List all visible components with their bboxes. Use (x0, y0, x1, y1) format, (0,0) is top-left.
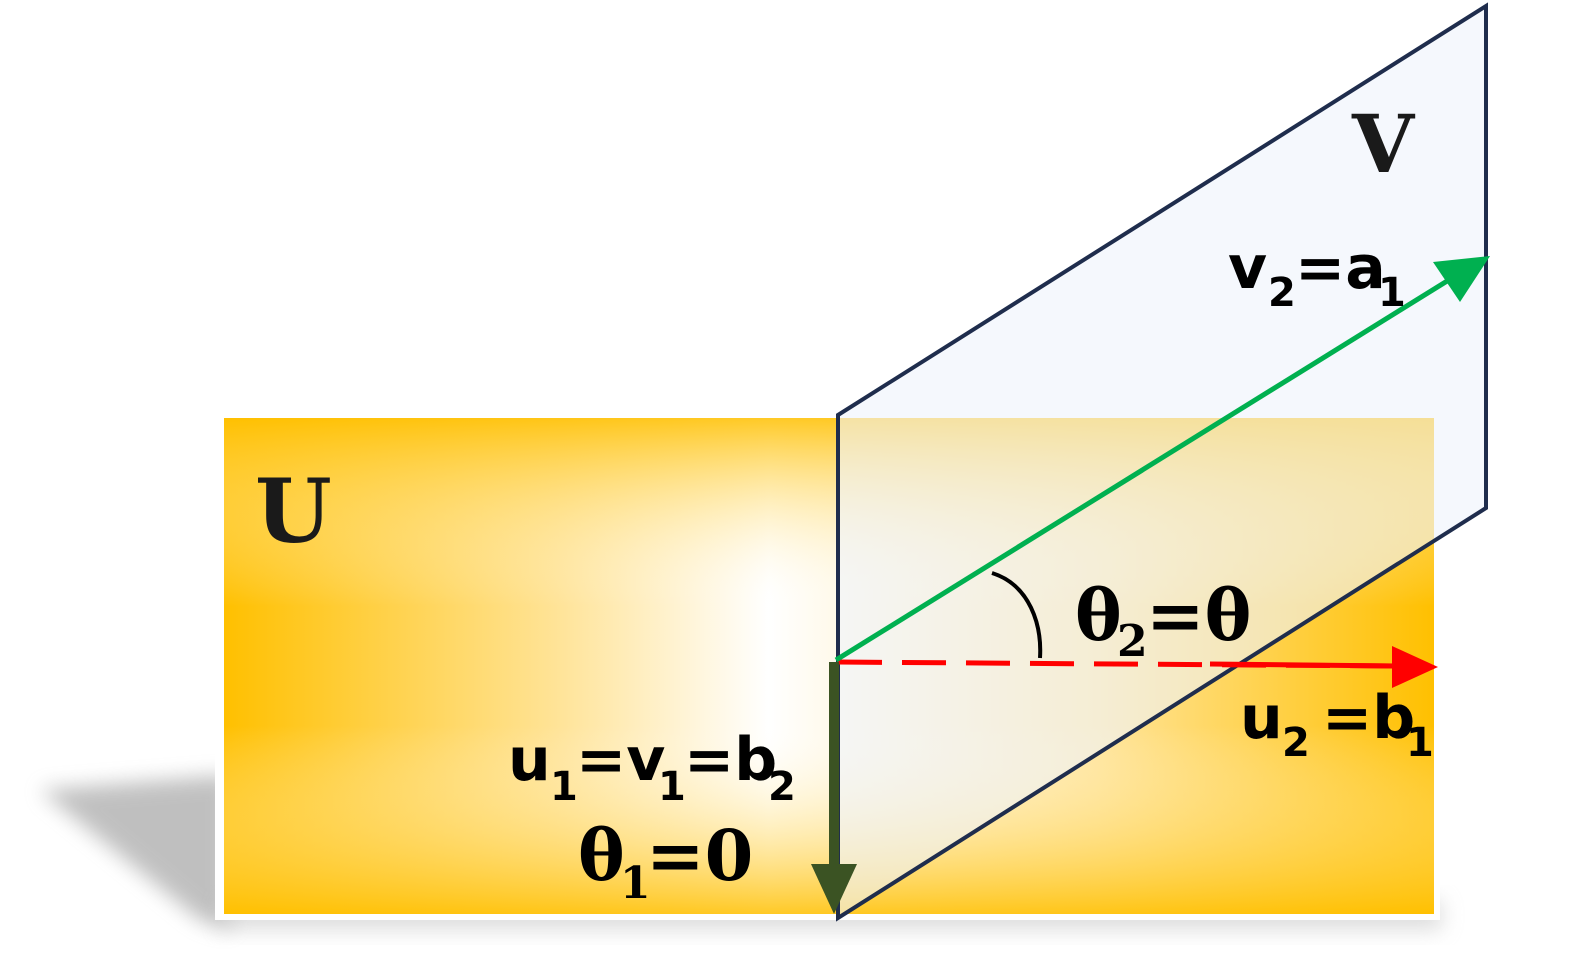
svg-text:=b: =b (684, 725, 777, 795)
svg-text:1: 1 (1406, 720, 1434, 766)
svg-text:=θ: =θ (1146, 574, 1251, 657)
svg-text:1: 1 (550, 764, 578, 810)
svg-text:2: 2 (1117, 616, 1148, 667)
svg-text:u: u (1240, 683, 1283, 753)
svg-text:1: 1 (1378, 270, 1406, 316)
label-v2-a1: v 2 =a 1 (1228, 233, 1406, 316)
space-u-label: U (255, 459, 332, 563)
vector-v2-a1 (834, 256, 1490, 663)
label-u2-b1: u 2 =b 1 (1240, 683, 1434, 766)
svg-text:1: 1 (620, 858, 651, 909)
svg-text:θ: θ (1075, 574, 1122, 657)
angle-arc (991, 571, 1043, 659)
label-theta2: θ 2 =θ (1075, 574, 1251, 667)
svg-text:=0: =0 (646, 814, 753, 897)
svg-text:u: u (508, 725, 551, 795)
label-theta1: θ 1 =0 (578, 814, 753, 909)
svg-text:=a: =a (1295, 233, 1386, 303)
svg-text:v: v (1228, 233, 1267, 303)
svg-text:=b: =b (1322, 683, 1415, 753)
space-v-label: V (1351, 97, 1416, 191)
svg-text:θ: θ (578, 814, 625, 897)
label-u1-v1-b2: u 1 =v 1 =b 2 (508, 725, 796, 810)
svg-text:=v: =v (576, 725, 665, 795)
svg-text:2: 2 (768, 764, 796, 810)
vector-u1-v1-b2 (811, 662, 857, 914)
vector-u2-b1 (837, 646, 1438, 688)
svg-text:1: 1 (658, 764, 686, 810)
svg-text:2: 2 (1282, 720, 1310, 766)
svg-text:2: 2 (1268, 270, 1296, 316)
